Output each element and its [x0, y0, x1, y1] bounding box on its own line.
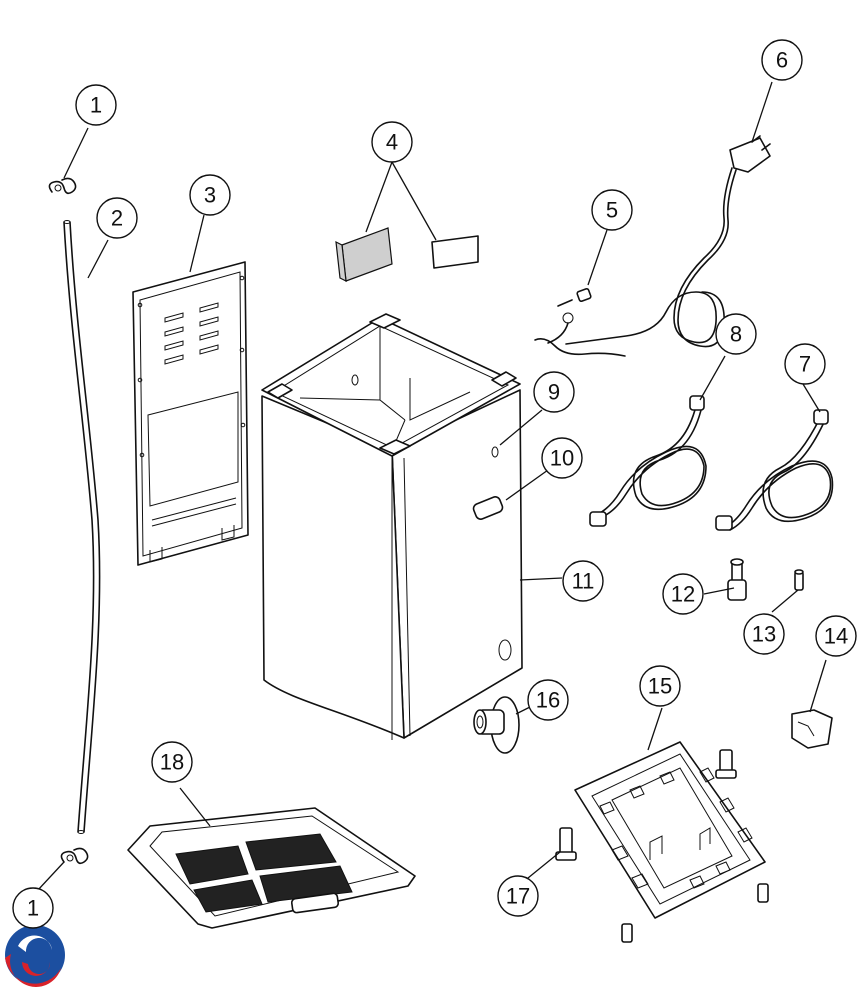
adjustable-foot	[727, 558, 747, 601]
callout-9: 9	[533, 371, 575, 413]
svg-text:4: 4	[386, 130, 398, 155]
base-tray	[127, 807, 416, 929]
svg-text:5: 5	[606, 198, 618, 223]
ground-screw	[534, 288, 626, 357]
callout-16: 16	[527, 679, 569, 721]
svg-text:1: 1	[27, 896, 39, 921]
drain-outlet	[473, 696, 520, 754]
callout-12: 12	[662, 573, 704, 615]
callout-15: 15	[639, 665, 681, 707]
parts-bag	[791, 709, 833, 749]
callout-8: 8	[715, 313, 757, 355]
cabinet-body	[261, 313, 523, 740]
hose-clamp-top	[48, 177, 77, 195]
callout-18: 18	[151, 741, 193, 783]
svg-text:13: 13	[752, 622, 776, 647]
svg-text:10: 10	[550, 446, 574, 471]
callout-11: 11	[562, 560, 604, 602]
svg-text:1: 1	[90, 93, 102, 118]
callout-4: 4	[371, 121, 413, 163]
callout-5: 5	[591, 189, 633, 231]
svg-text:2: 2	[111, 206, 123, 231]
base-frame	[574, 741, 769, 943]
callout-10: 10	[541, 437, 583, 479]
inlet-hose-1	[589, 395, 707, 527]
power-cord	[565, 135, 771, 348]
leader-lines	[37, 81, 827, 891]
callout-6: 6	[761, 39, 803, 81]
pin	[794, 569, 804, 591]
callout-1-top: 1	[75, 84, 117, 126]
callout-14: 14	[815, 615, 857, 657]
foam-pads	[335, 227, 479, 283]
callout-17: 17	[497, 875, 539, 917]
callout-7: 7	[784, 343, 826, 385]
svg-text:15: 15	[648, 674, 672, 699]
svg-text:9: 9	[548, 380, 560, 405]
svg-text:12: 12	[671, 582, 695, 607]
callout-2: 2	[96, 197, 138, 239]
svg-text:7: 7	[799, 352, 811, 377]
callout-1-bottom: 1	[12, 887, 54, 929]
drain-tube	[63, 220, 101, 834]
inlet-hose-2	[715, 409, 834, 531]
svg-text:11: 11	[572, 569, 595, 594]
svg-text:8: 8	[730, 322, 742, 347]
svg-text:6: 6	[776, 48, 788, 73]
svg-text:18: 18	[160, 750, 184, 775]
svg-text:16: 16	[536, 688, 560, 713]
leveling-screws	[555, 749, 737, 861]
svg-text:14: 14	[824, 624, 848, 649]
callout-3: 3	[189, 174, 231, 216]
svg-text:17: 17	[506, 884, 530, 909]
back-panel	[132, 261, 249, 566]
callout-13: 13	[743, 613, 785, 655]
hose-clamp-bottom	[60, 847, 89, 865]
brand-logo	[5, 925, 65, 987]
svg-text:3: 3	[204, 183, 216, 208]
